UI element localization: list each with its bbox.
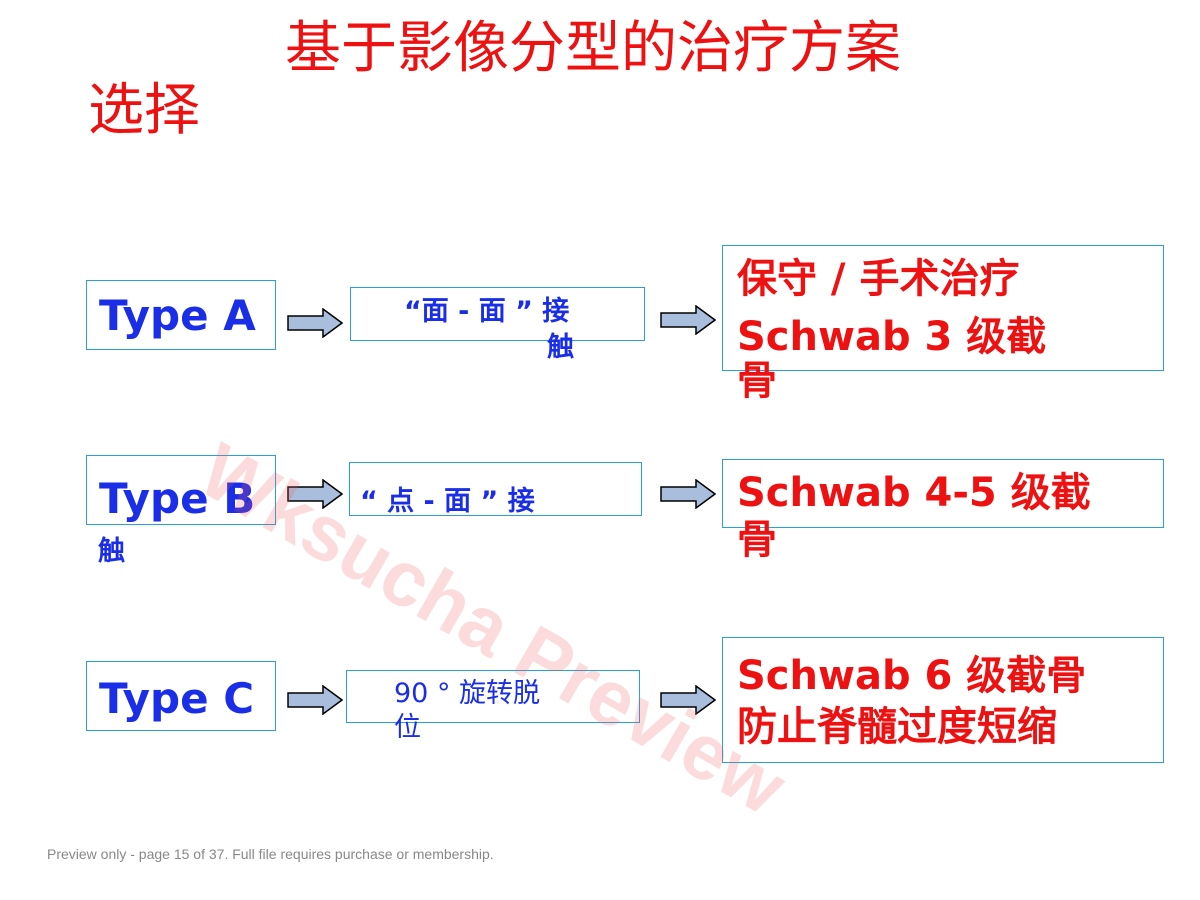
right-arrow-icon [287, 308, 343, 338]
mechanism-a-line1: “面 - 面 ” 接 [404, 296, 570, 327]
treatment-a-line1: 保守 / 手术治疗 [737, 256, 1020, 302]
treatment-c-box [722, 637, 1164, 763]
treatment-a-line2: Schwab 3 级截 [737, 314, 1047, 360]
type-c-label: Type C [99, 674, 255, 723]
preview-footer-notice: Preview only - page 15 of 37. Full file … [47, 846, 494, 862]
treatment-b-line1: Schwab 4-5 级截 [737, 470, 1091, 516]
mechanism-c-line2: 位 [394, 712, 421, 743]
treatment-c-line1: Schwab 6 级截骨 [737, 653, 1087, 699]
right-arrow-icon [660, 685, 716, 715]
right-arrow-icon [287, 685, 343, 715]
mechanism-a-box [350, 287, 645, 341]
mechanism-b-line2: 触 [98, 536, 125, 567]
type-a-box: Type A [86, 280, 276, 350]
treatment-a-box [722, 245, 1164, 371]
treatment-b-box [722, 459, 1164, 528]
slide-title: 基于影像分型的治疗方案 [285, 16, 901, 81]
mechanism-a-line2: 触 [547, 332, 574, 363]
type-c-box: Type C [86, 661, 276, 731]
mechanism-b-line1: “ 点 - 面 ” 接 [360, 486, 535, 517]
right-arrow-icon [660, 479, 716, 509]
type-b-label: Type B [99, 474, 256, 523]
mechanism-c-box [346, 670, 640, 723]
treatment-a-line3: 骨 [737, 358, 777, 404]
mechanism-b-box [349, 462, 642, 516]
mechanism-c-line1: 90 ° 旋转脱 [394, 678, 541, 709]
right-arrow-icon [660, 305, 716, 335]
slide-title-continuation: 选择 [88, 78, 200, 143]
treatment-c-line2: 防止脊髓过度短缩 [737, 704, 1057, 750]
right-arrow-icon [287, 479, 343, 509]
type-b-box: Type B [86, 455, 276, 525]
type-a-label: Type A [99, 291, 256, 340]
treatment-b-line2: 骨 [737, 517, 777, 563]
